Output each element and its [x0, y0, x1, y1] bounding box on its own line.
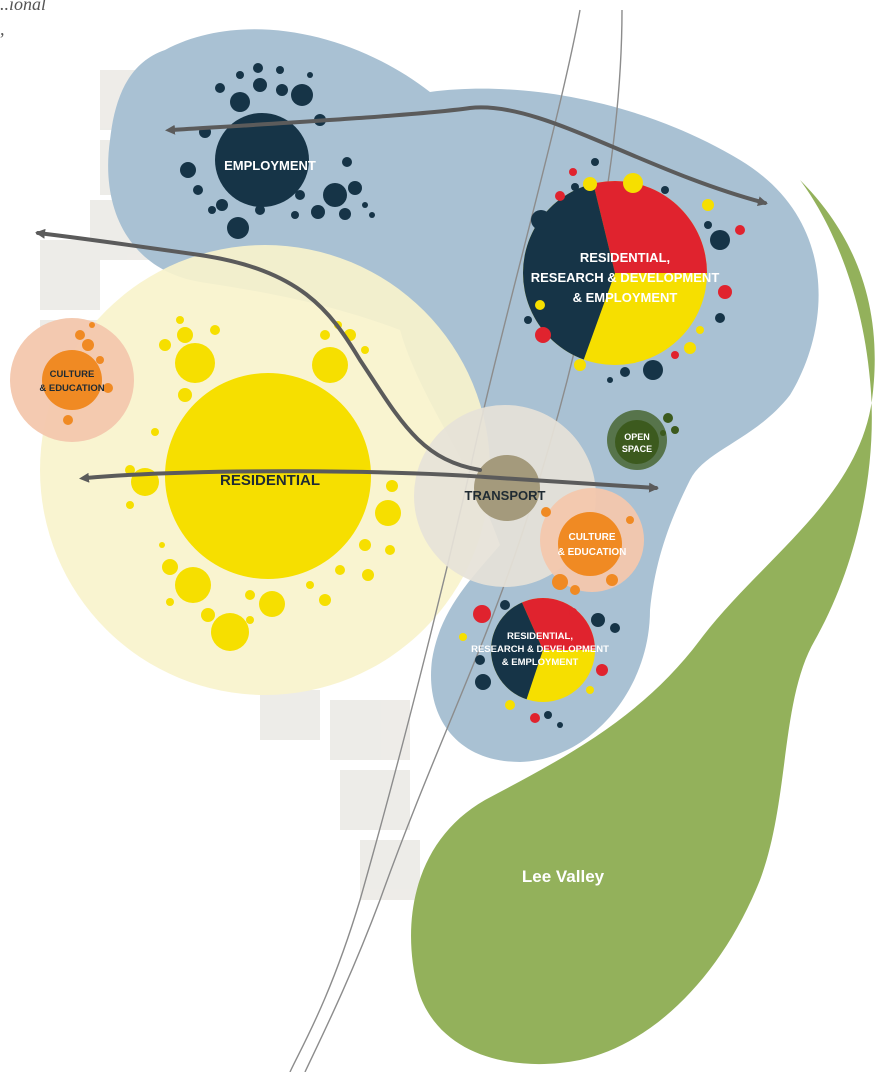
label-open-space-line-1: OPEN: [624, 432, 650, 442]
lee-valley-area: [411, 180, 875, 1065]
label-rrd-south-line-2: RESEARCH & DEVELOPMENT: [471, 644, 609, 655]
label-rrd-south-line-3: & EMPLOYMENT: [502, 657, 579, 668]
open-space-dots: [660, 413, 679, 436]
label-residential: RESIDENTIAL: [220, 472, 320, 489]
label-culture-east-line-2: & EDUCATION: [558, 547, 627, 558]
culture-west-core: [42, 350, 102, 410]
label-culture-east-line-1: CULTURE: [568, 532, 615, 543]
label-rrd-north-line-1: RESIDENTIAL,: [580, 250, 670, 265]
open-space-core: [615, 420, 659, 464]
corner-text-fragment: ..ional ,: [0, 0, 46, 40]
label-culture-west-line-1: CULTURE: [50, 369, 95, 380]
label-culture-west-line-2: & EDUCATION: [39, 383, 104, 394]
rrd-south-dots: [459, 600, 620, 728]
corner-text-line-1: ..ional: [0, 0, 47, 14]
label-transport: TRANSPORT: [465, 488, 546, 503]
label-rrd-north-line-3: & EMPLOYMENT: [573, 290, 678, 305]
label-employment: EMPLOYMENT: [224, 158, 316, 173]
label-lee-valley: Lee Valley: [522, 867, 605, 886]
culture-east-core: [558, 512, 622, 576]
label-open-space-line-2: SPACE: [622, 444, 652, 454]
corner-text-line-2: ,: [0, 19, 5, 39]
rrd-south-pie: [491, 598, 595, 702]
arrow-employment-east-west: [165, 105, 768, 207]
label-rrd-south-line-1: RESIDENTIAL,: [507, 631, 573, 642]
arrow-residential-transport: [79, 469, 659, 493]
culture-west-dots: [63, 322, 113, 425]
arrow-north-west: [35, 228, 482, 472]
culture-east-dots: [541, 507, 634, 595]
movement-arrows: [35, 105, 768, 493]
label-rrd-north-line-2: RESEARCH & DEVELOPMENT: [531, 270, 720, 285]
